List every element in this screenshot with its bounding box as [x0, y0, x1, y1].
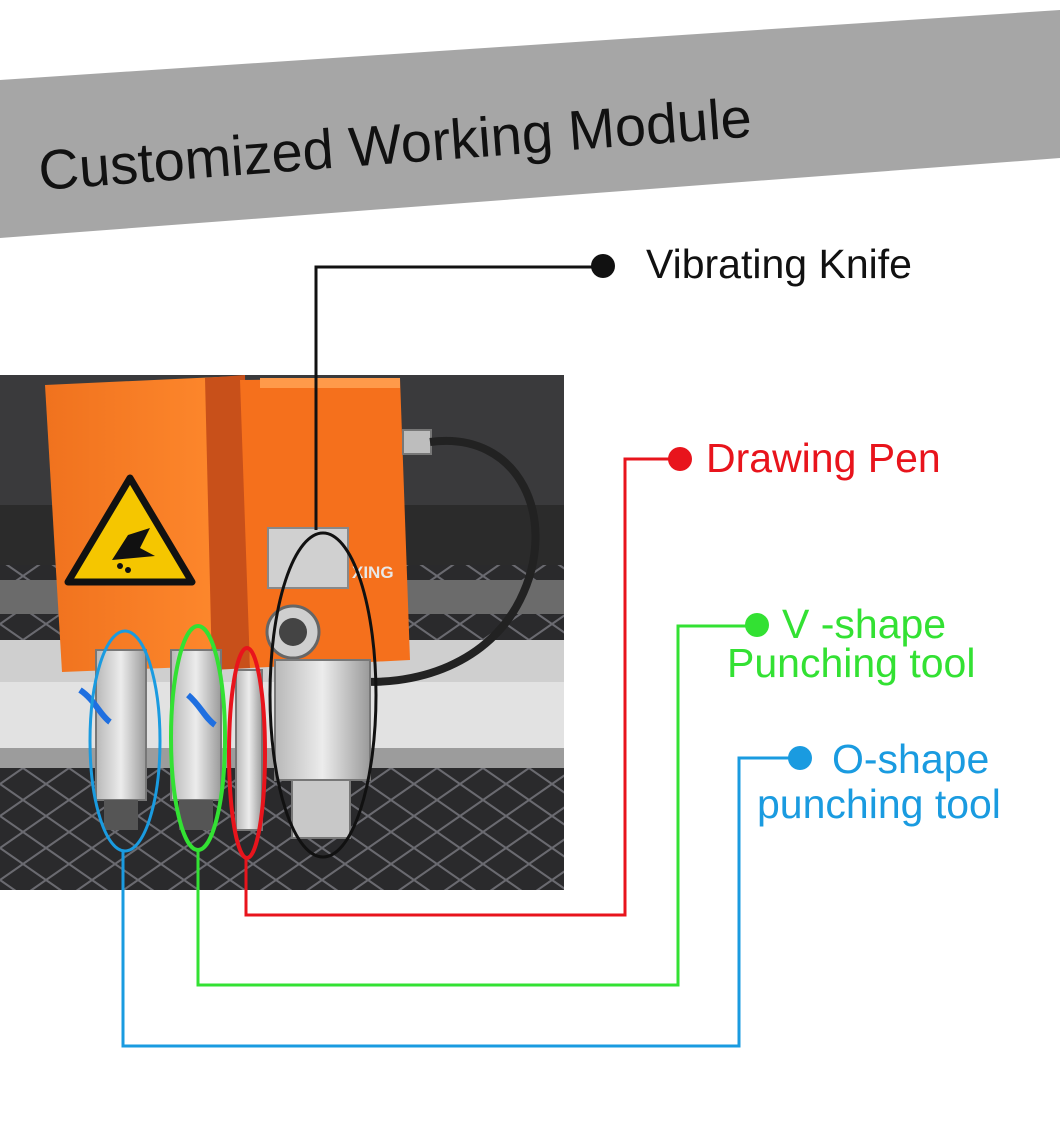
brand-text: XING [352, 563, 394, 582]
o-shape-leader [121, 756, 800, 1048]
o-shape-dot [788, 746, 812, 770]
o-shape-tool-highlight [88, 629, 162, 853]
drawing-pen-label: Drawing Pen [706, 435, 941, 481]
vibrating-knife-leader [314, 265, 603, 530]
vibrating-knife-label: Vibrating Knife [646, 241, 912, 287]
v-shape-label-line2: Punching tool [727, 640, 975, 686]
hand-crush-warning-icon [64, 474, 196, 586]
v-shape-dot [745, 613, 769, 637]
title-banner [0, 10, 1060, 238]
machine-photo: XING [0, 375, 564, 890]
drawing-pen-dot [668, 447, 692, 471]
vibrating-knife-dot [591, 254, 615, 278]
o-shape-label-line2: punching tool [757, 781, 1001, 827]
o-shape-label-line1: O-shape [832, 736, 989, 782]
v-shape-label-line1: V -shape [782, 601, 946, 647]
vibrating-knife-highlight [268, 531, 378, 859]
v-shape-leader [196, 624, 757, 987]
drawing-pen-leader [244, 457, 680, 917]
